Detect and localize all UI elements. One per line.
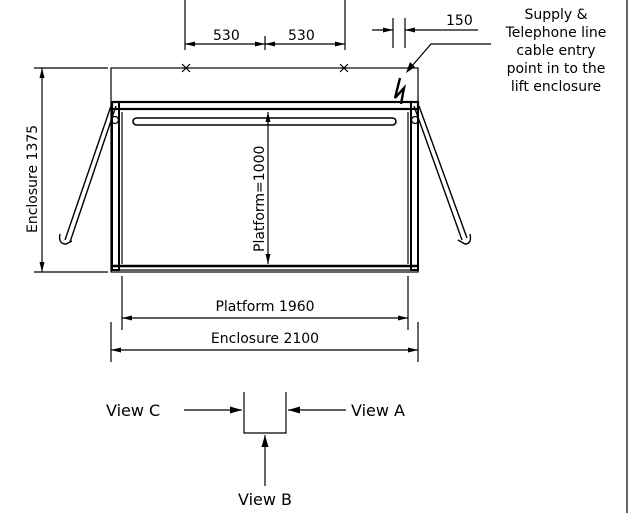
cable-entry-symbol (393, 77, 406, 105)
note-line-4: point in to the (507, 61, 606, 77)
gate-right (413, 105, 472, 245)
fixing-mark-left (181, 63, 191, 73)
view-a-label: View A (351, 401, 405, 420)
dim-150: 150 (446, 13, 473, 29)
cable-entry-note: Supply & Telephone line cable entry poin… (406, 7, 606, 95)
dim-enclosure-2100: Enclosure 2100 (211, 331, 319, 347)
dim-530-left: 530 (213, 28, 240, 44)
top-dimension-group: 530 530 (184, 0, 346, 50)
fixing-mark-right (339, 63, 349, 73)
view-b-label: View B (238, 490, 292, 509)
note-line-5: lift enclosure (511, 79, 601, 95)
dim-530-right: 530 (288, 28, 315, 44)
dim-enclosure-1375: Enclosure 1375 (25, 125, 41, 233)
view-direction-key: View C View A View B (106, 392, 405, 509)
note-line-2: Telephone line (505, 25, 607, 41)
enclosure-depth-dimension: Enclosure 1375 (24, 67, 108, 273)
platform-width-dimension: Platform 1960 (121, 276, 409, 330)
dim-platform-1960: Platform 1960 (215, 299, 314, 315)
view-c-label: View C (106, 401, 160, 420)
dim-platform-1000: Platform=1000 (252, 146, 268, 252)
note-line-1: Supply & (524, 7, 587, 23)
lift-platform (110, 100, 420, 271)
handrail (132, 117, 397, 126)
gate-left (58, 105, 117, 245)
note-line-3: cable entry (516, 43, 595, 59)
offset-dimension-group: 150 (372, 13, 478, 48)
note-leader-line (411, 43, 491, 67)
enclosure-width-dimension: Enclosure 2100 (110, 322, 419, 362)
view-key-outline (243, 392, 287, 434)
platform-depth-dimension: Platform=1000 (252, 112, 271, 264)
